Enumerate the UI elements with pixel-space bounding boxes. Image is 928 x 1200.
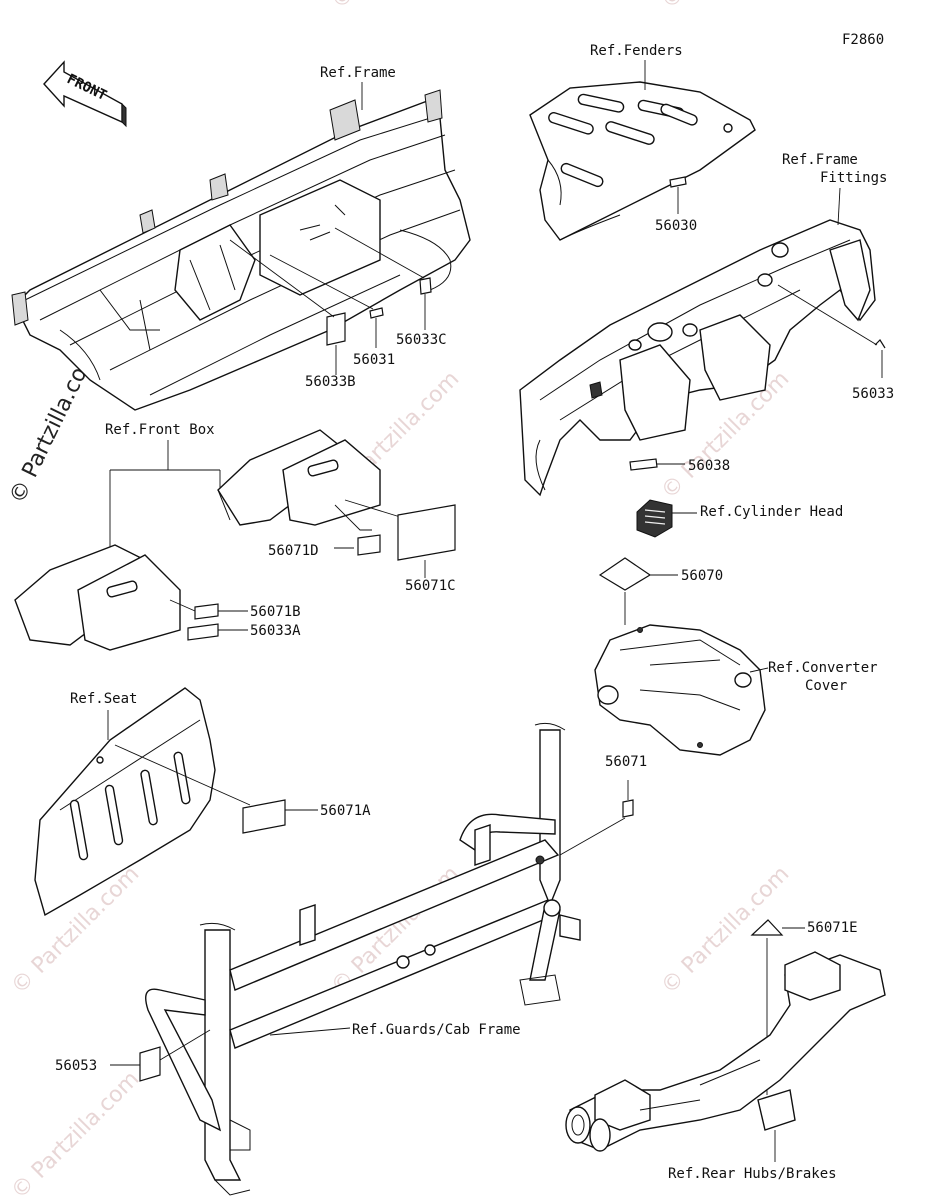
fenders-drawing [529,81,756,241]
decal-56071E [750,919,784,936]
ref-frame-fittings-label-2: Fittings [820,170,887,186]
part-number-56071D: 56071D [268,543,319,559]
decal-56033C [419,277,432,295]
watermark: © Partzilla.com [7,1067,145,1200]
part-number-56070: 56070 [681,568,723,584]
front-box-lower-drawing [14,544,181,651]
decal-56033A [187,623,219,641]
figure-code: F2860 [842,32,884,48]
decal-56071A [242,799,286,834]
part-number-56033B: 56033B [305,374,356,390]
decal-56071B [194,603,219,620]
decal-56071C [397,504,456,561]
ref-fenders-label: Ref.Fenders [590,43,683,59]
part-number-56053: 56053 [55,1058,97,1074]
part-number-56071: 56071 [605,754,647,770]
decal-56038 [629,458,658,471]
decal-56070 [598,557,652,591]
watermark: © Partzilla.com [327,0,465,14]
watermark: © Partzilla.com [657,0,795,14]
decal-56033B [326,312,346,346]
ref-converter-cover-label-1: Ref.Converter [768,660,878,676]
converter-cover-drawing [594,624,766,756]
part-number-56071E: 56071E [807,920,858,936]
part-number-56031: 56031 [353,352,395,368]
ref-frame-fittings-label-1: Ref.Frame [782,152,858,168]
part-number-56038: 56038 [688,458,730,474]
cylinder-head-icon [636,499,673,538]
ref-front-box-label: Ref.Front Box [105,422,215,438]
decal-56053 [139,1046,161,1082]
ref-seat-label: Ref.Seat [70,691,137,707]
front-box-upper-drawing [217,429,381,526]
decal-56071 [622,799,634,818]
frame-drawing [11,89,471,411]
part-number-56033: 56033 [852,386,894,402]
part-number-56071A: 56071A [320,803,371,819]
part-number-56071C: 56071C [405,578,456,594]
ref-rear-hubs-brakes-label: Ref.Rear Hubs/Brakes [668,1166,837,1182]
ref-converter-cover-label-2: Cover [805,678,847,694]
seat-drawing [34,687,216,917]
part-number-56033C: 56033C [396,332,447,348]
ref-frame-label: Ref.Frame [320,65,396,81]
ref-cylinder-head-label: Ref.Cylinder Head [700,504,843,520]
frame-fittings-drawing [519,219,876,497]
decal-56033 [874,339,886,349]
decal-56071D [357,534,381,556]
guards-cab-frame-drawing [145,722,581,1196]
ref-guards-cab-frame-label: Ref.Guards/Cab Frame [352,1022,521,1038]
part-number-56030: 56030 [655,218,697,234]
decal-56030 [669,176,687,188]
front-arrow-icon: FRONT [43,60,127,128]
decal-56031 [369,307,384,319]
rear-hubs-brakes-drawing [565,951,886,1152]
part-number-56033A: 56033A [250,623,301,639]
part-number-56071B: 56071B [250,604,301,620]
